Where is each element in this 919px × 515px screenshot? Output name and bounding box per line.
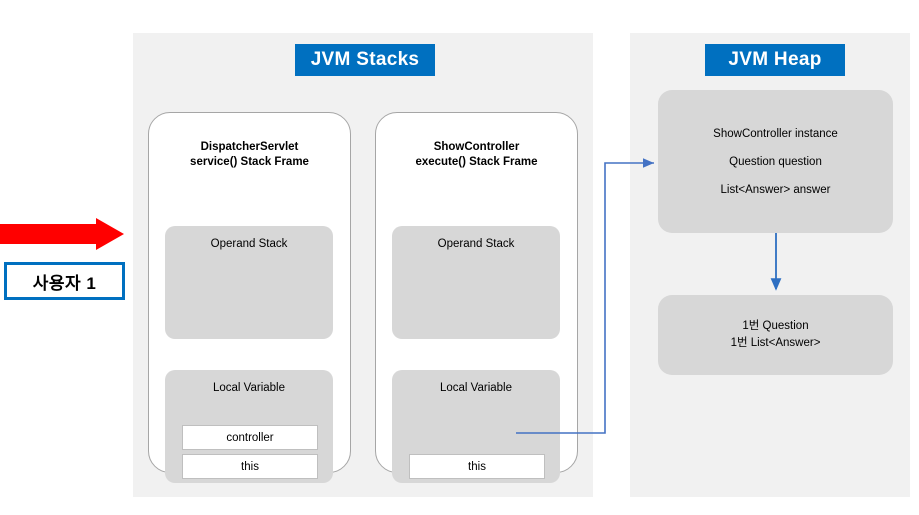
local-variable-box: Local Variable controller this: [165, 370, 333, 483]
jvm-heap-title-text: JVM Heap: [728, 49, 822, 70]
local-variable-slot-this: this: [182, 454, 318, 479]
stack-frame-heading: DispatcherServlet service() Stack Frame: [149, 140, 350, 170]
jvm-heap-title: JVM Heap: [705, 44, 845, 76]
user-label-box: 사용자 1: [4, 262, 125, 300]
operand-stack-label: Operand Stack: [210, 238, 288, 250]
slot-label: controller: [226, 431, 274, 444]
local-variable-box: Local Variable this: [392, 370, 560, 483]
local-variable-label: Local Variable: [439, 382, 513, 394]
stack-frame-heading-line2: service() Stack Frame: [190, 156, 309, 168]
heap-object-question-answer-data: 1번 Question 1번 List<Answer>: [658, 295, 893, 375]
user-request-arrow: [0, 218, 124, 250]
jvm-stacks-title-text: JVM Stacks: [310, 49, 420, 70]
heap-object-line: 1번 List<Answer>: [730, 337, 821, 349]
heap-object-line: List<Answer> answer: [720, 183, 831, 196]
heap-object-line: ShowController instance: [713, 127, 838, 140]
slot-label: this: [241, 460, 259, 473]
stack-frame-heading-line1: ShowController: [433, 141, 520, 153]
arrow-shaft: [0, 224, 98, 244]
slot-label: this: [468, 460, 486, 473]
jvm-stacks-title: JVM Stacks: [295, 44, 435, 76]
right-arrow-icon: [96, 218, 124, 250]
operand-stack-label: Operand Stack: [437, 238, 515, 250]
jvm-heap-panel: JVM Heap ShowController instance Questio…: [630, 33, 910, 497]
user-label-text: 사용자 1: [32, 273, 97, 293]
local-variable-slot-this: this: [409, 454, 545, 479]
local-variable-slot-controller: controller: [182, 425, 318, 450]
heap-object-line: 1번 Question: [742, 320, 809, 332]
operand-stack-box: Operand Stack: [392, 226, 560, 339]
operand-stack-box: Operand Stack: [165, 226, 333, 339]
jvm-stacks-panel: JVM Stacks DispatcherServlet service() S…: [133, 33, 593, 497]
heap-object-show-controller-instance: ShowController instance Question questio…: [658, 90, 893, 233]
heap-object-line: Question question: [729, 155, 822, 168]
stack-frame-heading-line1: DispatcherServlet: [200, 141, 299, 153]
stack-frame-dispatcher-servlet: DispatcherServlet service() Stack Frame …: [148, 112, 351, 483]
stack-frame-heading-line2: execute() Stack Frame: [415, 156, 538, 168]
stack-frame-show-controller: ShowController execute() Stack Frame Ope…: [375, 112, 578, 483]
stack-frame-heading: ShowController execute() Stack Frame: [376, 140, 577, 170]
local-variable-label: Local Variable: [212, 382, 286, 394]
